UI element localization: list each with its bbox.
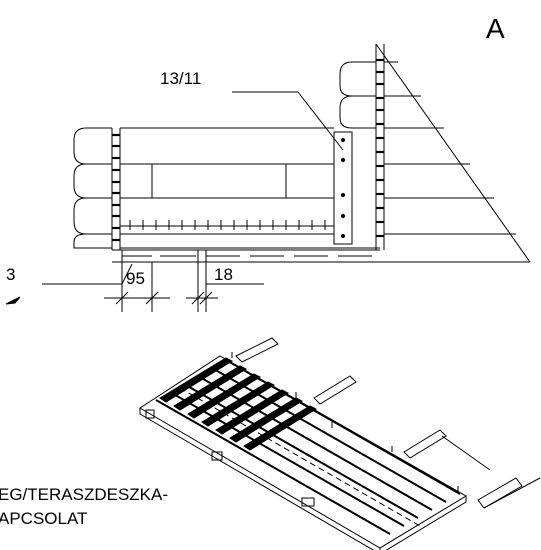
deck-board-lines [155, 359, 461, 535]
right-log-wall [339, 44, 385, 250]
deck-tick-row [120, 220, 334, 230]
steel-bracket [333, 131, 353, 245]
view-letter: A [486, 13, 505, 44]
arrow-mark [5, 296, 21, 305]
centre-line [179, 387, 421, 527]
isometric-deck [139, 337, 541, 550]
joists [145, 337, 541, 509]
label-part-ref: 13/11 [160, 69, 201, 88]
right-wall-notches [376, 58, 384, 238]
caption-line-1: EG/TERASZDESZKA- [0, 485, 168, 504]
horizontal-logs [120, 127, 380, 249]
triangle-end [375, 43, 531, 263]
left-wall-notches [112, 133, 120, 242]
fastener-marks [231, 352, 459, 492]
deck-frame [139, 355, 467, 550]
dimension-lines [42, 250, 264, 312]
label-dim-board-width: 95 [126, 269, 145, 288]
caption-line-2: APCSOLAT [0, 509, 87, 528]
part-ref-leader [232, 91, 344, 151]
deck-boards-iso [159, 357, 318, 451]
deck-boards-section [112, 249, 530, 263]
section-view [5, 43, 531, 312]
label-dim-left: 3 [6, 265, 15, 284]
label-dim-gap: 18 [214, 265, 233, 284]
left-log-wall [73, 127, 121, 250]
